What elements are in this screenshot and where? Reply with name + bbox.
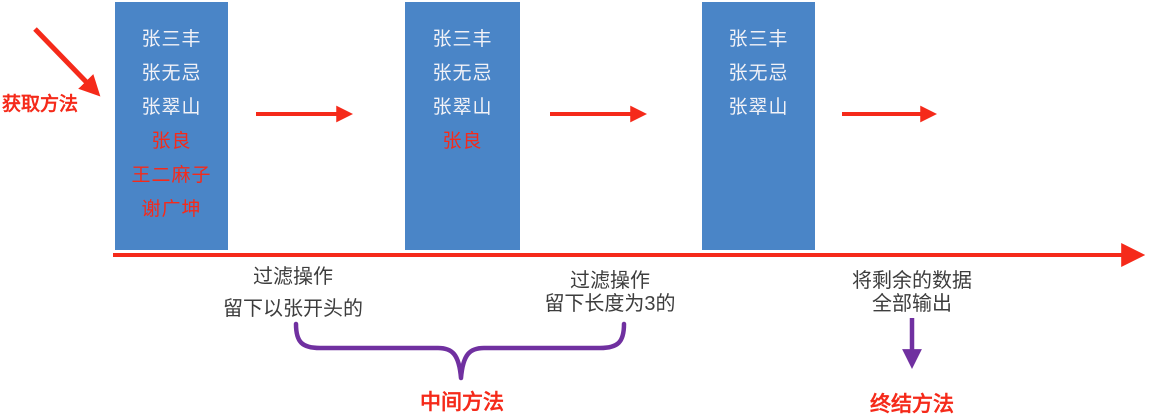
operation-label-filter-1: 过滤操作 留下以张开头的 — [183, 266, 403, 321]
stream-element: 张翠山 — [432, 97, 493, 118]
stream-box-1: 张三丰 张无忌 张翠山 张良 王二麻子 谢广坤 — [115, 2, 228, 250]
stream-element: 王二麻子 — [131, 165, 212, 186]
operation-label-filter-2: 过滤操作 留下长度为3的 — [500, 270, 720, 316]
acquire-method-label: 获取方法 — [2, 94, 79, 115]
stream-element: 张无忌 — [728, 63, 789, 84]
stream-element: 张良 — [442, 131, 483, 152]
stream-element: 张三丰 — [141, 29, 202, 50]
stream-box-3: 张三丰 张无忌 张翠山 — [702, 2, 815, 250]
stream-element: 谢广坤 — [141, 199, 202, 220]
operation-line-2: 留下长度为3的 — [544, 293, 676, 315]
stream-element: 张无忌 — [432, 63, 493, 84]
operation-line-2: 留下以张开头的 — [223, 298, 363, 320]
stream-element: 张翠山 — [728, 97, 789, 118]
acquire-arrow-icon — [33, 27, 101, 97]
terminal-method-label: 终结方法 — [870, 393, 954, 416]
operation-label-output: 将剩余的数据 全部输出 — [802, 270, 1022, 316]
intermediate-method-label: 中间方法 — [420, 391, 504, 414]
stream-element: 张良 — [151, 131, 192, 152]
stream-element: 张三丰 — [728, 29, 789, 50]
operation-line-1: 过滤操作 — [570, 270, 650, 292]
intermediate-brace-icon — [293, 321, 627, 381]
operation-line-1: 将剩余的数据 — [852, 270, 972, 292]
stream-box-2: 张三丰 张无忌 张翠山 张良 — [405, 2, 520, 250]
stream-element: 张无忌 — [141, 63, 202, 84]
operation-line-1: 过滤操作 — [253, 266, 333, 288]
stream-element: 张翠山 — [141, 97, 202, 118]
stream-element: 张三丰 — [432, 29, 493, 50]
operation-line-2: 全部输出 — [872, 293, 952, 315]
